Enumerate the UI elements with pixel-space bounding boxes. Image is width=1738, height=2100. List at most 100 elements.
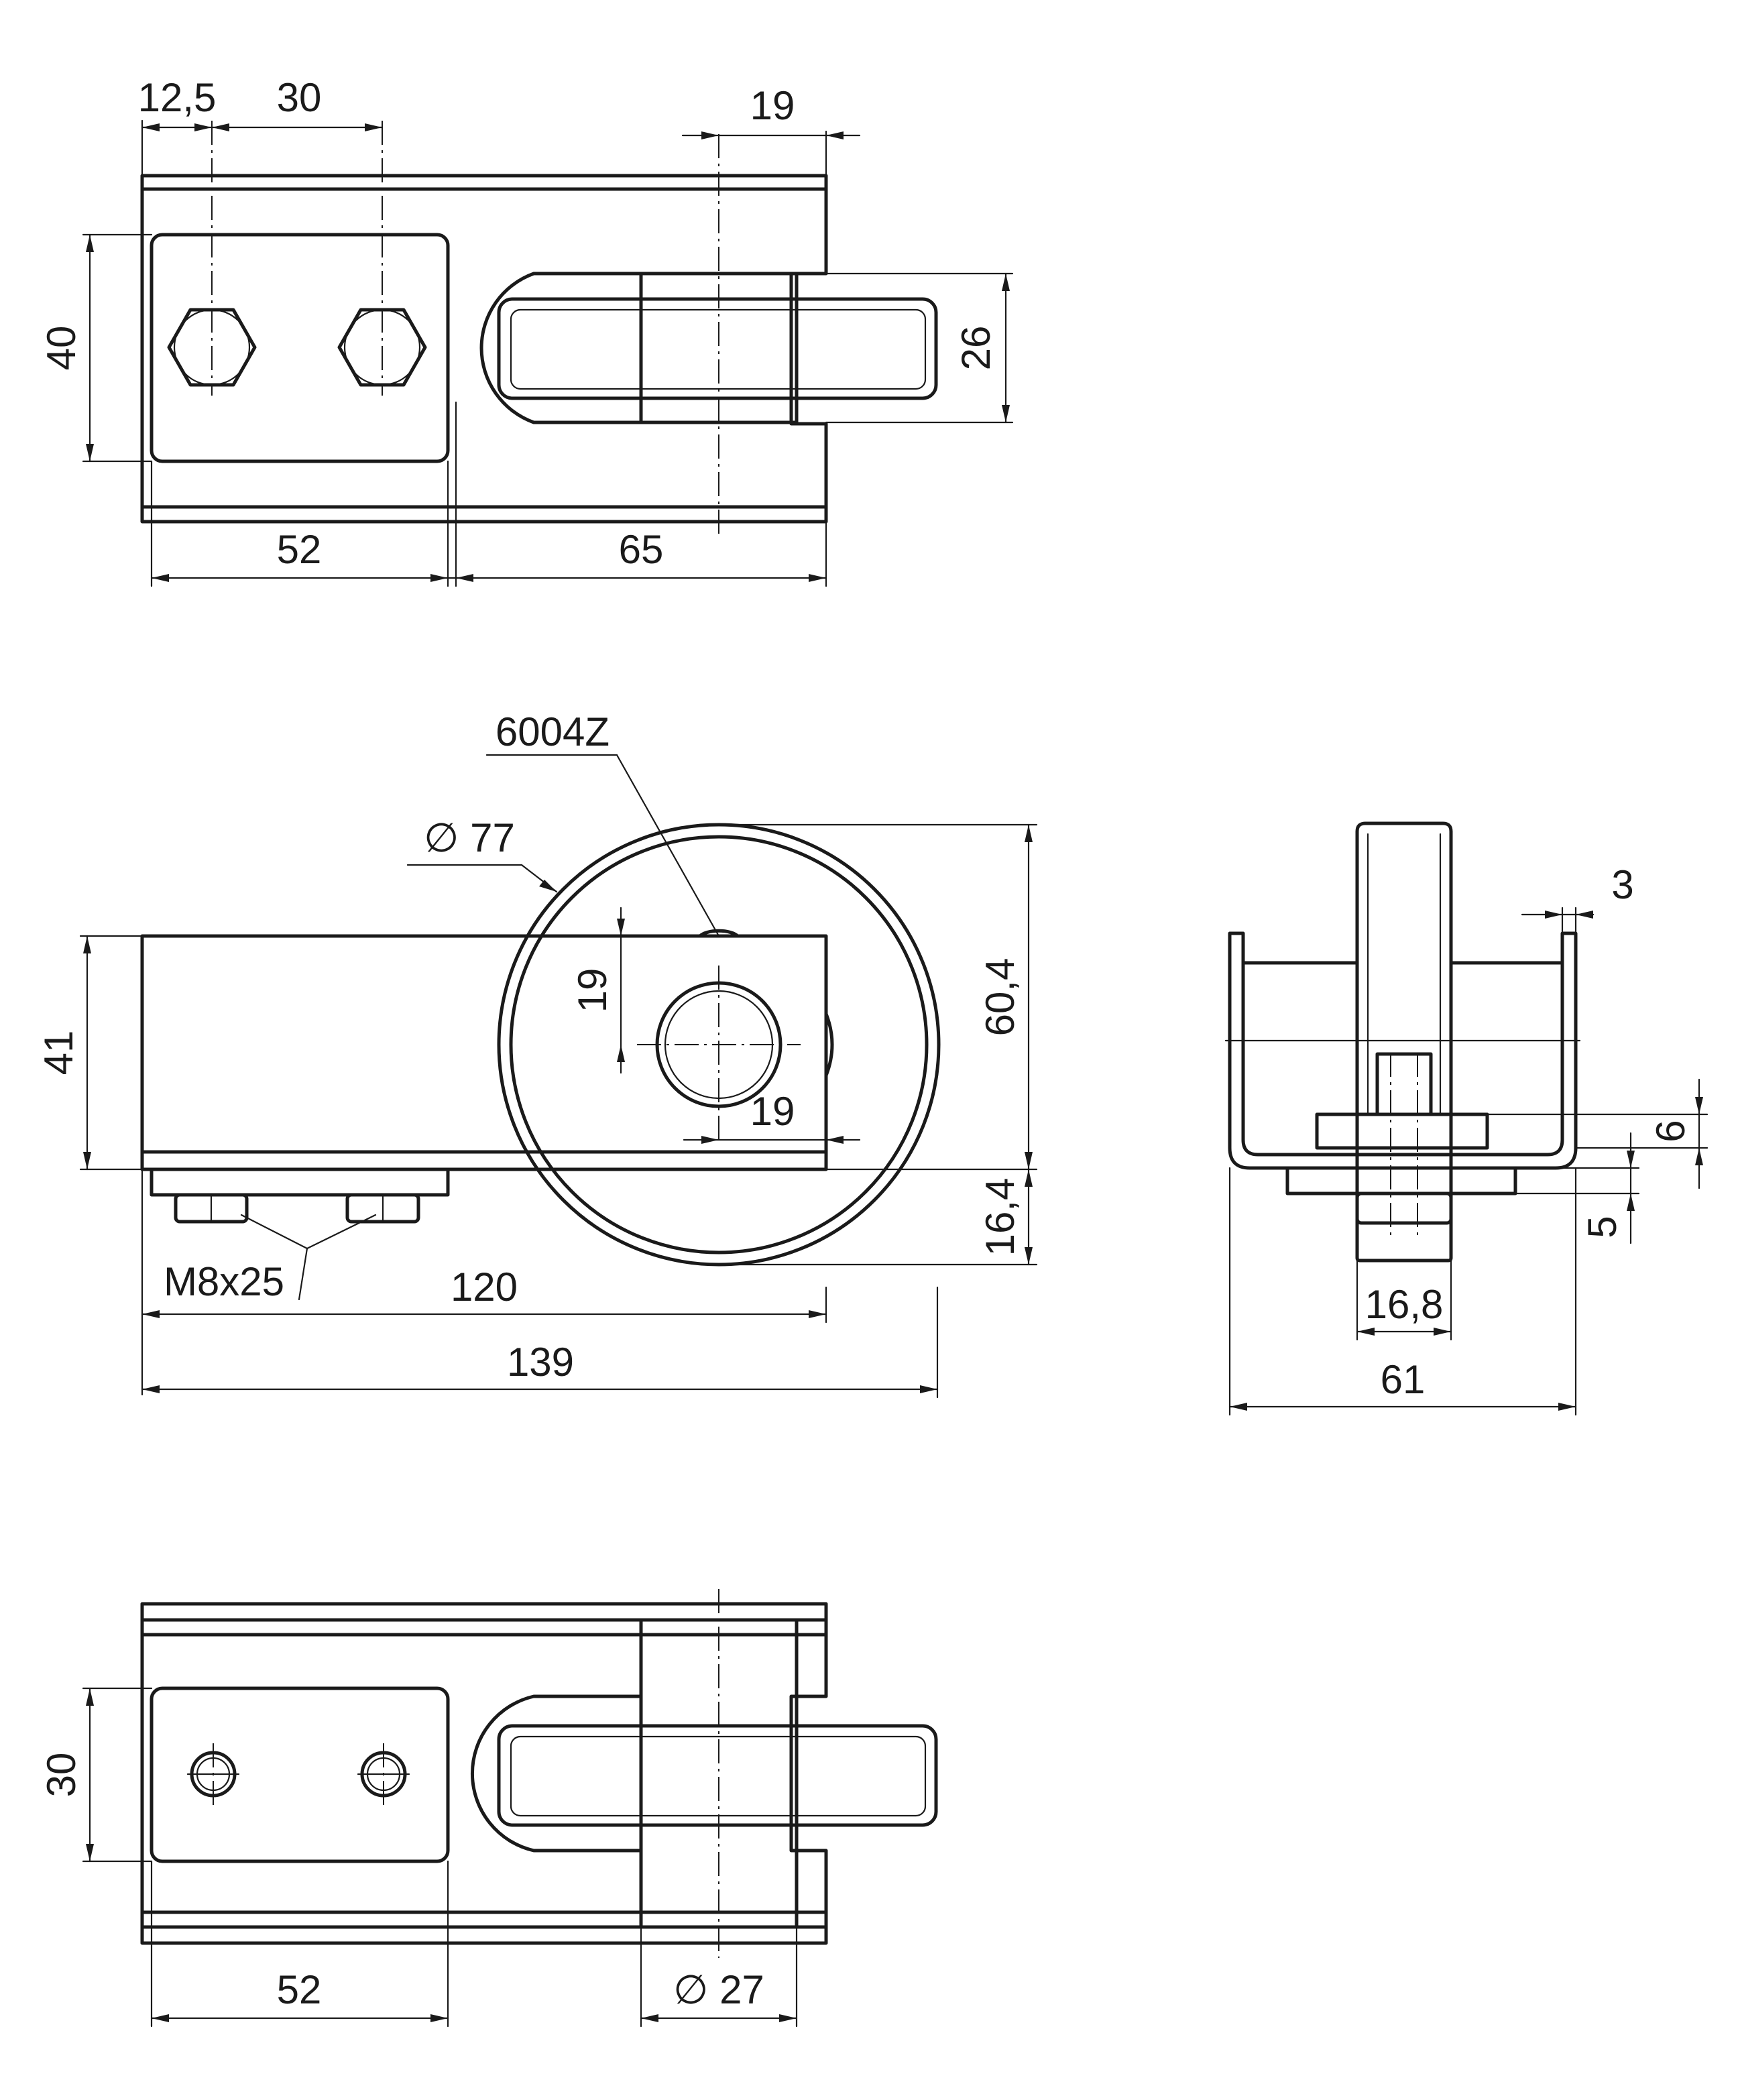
arrow bbox=[1357, 1328, 1375, 1336]
arrow bbox=[826, 1136, 844, 1144]
bolt-leader-1 bbox=[240, 1214, 308, 1250]
bolt-leader-3 bbox=[298, 1247, 308, 1301]
end-view: 3 6 5 16,8 61 bbox=[1224, 821, 1708, 1416]
base-plate bbox=[1315, 1112, 1489, 1150]
dim-bolt-offset: 12,5 bbox=[138, 75, 217, 120]
dim-axle-from-end: 19 bbox=[750, 1089, 795, 1134]
bearing-leader-diag bbox=[616, 754, 720, 937]
bolt-plate bbox=[150, 1167, 450, 1197]
bolt-leader-2 bbox=[306, 1214, 377, 1250]
hex-bolt-2 bbox=[337, 308, 427, 387]
top-view-frame bbox=[140, 174, 828, 524]
top-view: 12,5 30 19 40 26 52 65 bbox=[39, 75, 1014, 587]
arrow bbox=[809, 1310, 826, 1318]
arrow bbox=[86, 235, 94, 252]
nut bbox=[1355, 1191, 1453, 1225]
arrow bbox=[1627, 1193, 1635, 1211]
wheel-inner bbox=[509, 835, 929, 1255]
arrow bbox=[1695, 1097, 1703, 1114]
arrow bbox=[430, 574, 448, 582]
arrow bbox=[152, 574, 169, 582]
dim-plate-height: 40 bbox=[39, 326, 84, 371]
hex-bolt-1 bbox=[167, 308, 257, 387]
arrow bbox=[641, 2014, 658, 2022]
bottom-mounting-plate bbox=[150, 1686, 450, 1863]
arrow bbox=[1002, 405, 1010, 422]
arrow bbox=[86, 1844, 94, 1861]
axle-hub bbox=[639, 272, 799, 424]
bottom-view: 30 52 ∅ 27 bbox=[39, 1589, 938, 2028]
arrow bbox=[809, 574, 826, 582]
arrow bbox=[1558, 1403, 1576, 1411]
arrow bbox=[1025, 1247, 1033, 1265]
bolt-label: M8x25 bbox=[164, 1259, 284, 1304]
dim-plate-length: 52 bbox=[277, 527, 322, 572]
arrow bbox=[142, 123, 160, 131]
dim-nut: 5 bbox=[1580, 1216, 1625, 1238]
arrow bbox=[779, 2014, 797, 2022]
wheel-diameter: ∅ 77 bbox=[424, 815, 515, 860]
arrow bbox=[365, 123, 382, 131]
arrow bbox=[1002, 274, 1010, 291]
dim-body-length: 120 bbox=[451, 1265, 518, 1309]
arrow bbox=[1545, 911, 1562, 919]
arrow bbox=[86, 444, 94, 461]
dim-nut-width: 16,8 bbox=[1365, 1282, 1444, 1327]
arrow bbox=[701, 1136, 719, 1144]
arrow bbox=[1025, 1152, 1033, 1169]
axle-section bbox=[1375, 1052, 1433, 1116]
bottom-wheel bbox=[497, 1724, 938, 1827]
channel-outer bbox=[1228, 931, 1578, 1170]
dim-total-width: 61 bbox=[1381, 1357, 1426, 1402]
arrow bbox=[142, 1385, 160, 1393]
side-body bbox=[140, 934, 828, 1171]
arrow bbox=[701, 131, 719, 139]
arrow bbox=[1627, 1151, 1635, 1168]
bottom-view-frame bbox=[140, 1602, 828, 1945]
wheel-fork bbox=[479, 272, 643, 424]
wheel-top bbox=[497, 297, 938, 400]
arrow bbox=[920, 1385, 937, 1393]
arrow bbox=[456, 574, 473, 582]
arrow bbox=[142, 1310, 160, 1318]
arrow bbox=[1025, 1169, 1033, 1187]
dim-wheel-below: 16,4 bbox=[978, 1178, 1023, 1257]
dim-wheel-offset: 65 bbox=[619, 527, 664, 572]
dim-base: 6 bbox=[1648, 1120, 1693, 1142]
arrow bbox=[1695, 1148, 1703, 1165]
dim-hub-diameter: ∅ 27 bbox=[673, 1967, 764, 2012]
arrow bbox=[1230, 1403, 1247, 1411]
arrow bbox=[1025, 825, 1033, 842]
arrow bbox=[430, 2014, 448, 2022]
arrow bbox=[826, 131, 844, 139]
side-view: 6004Z ∅ 77 19 19 41 60,4 16,4 bbox=[36, 709, 1038, 1399]
arrow bbox=[1576, 911, 1593, 919]
arrow bbox=[539, 880, 557, 892]
bottom-wheel-fork bbox=[470, 1694, 643, 1853]
arrow bbox=[152, 2014, 169, 2022]
mounting-plate bbox=[150, 233, 450, 463]
dim-axle-width: 19 bbox=[750, 83, 795, 128]
dim-hole-spacing: 30 bbox=[39, 1753, 84, 1798]
dim-bolt-spacing: 30 bbox=[277, 75, 322, 120]
dim-axle-height: 19 bbox=[570, 968, 615, 1013]
arrow bbox=[617, 919, 625, 936]
dim-total-length: 139 bbox=[507, 1340, 574, 1385]
arrow bbox=[1434, 1328, 1451, 1336]
dim-wall: 3 bbox=[1611, 862, 1633, 907]
dim-bottom-plate-length: 52 bbox=[277, 1967, 322, 2012]
arrow bbox=[83, 936, 91, 953]
arrow bbox=[83, 1152, 91, 1169]
nut-plate bbox=[1285, 1166, 1517, 1195]
arrow bbox=[617, 1045, 625, 1062]
hub-bulge bbox=[824, 1012, 834, 1077]
arrow bbox=[194, 123, 212, 131]
dim-body-height: 41 bbox=[36, 1031, 81, 1075]
bearing-edge bbox=[698, 929, 740, 938]
wheel-section bbox=[1355, 821, 1453, 1263]
dim-wheel-width: 26 bbox=[953, 326, 998, 371]
arrow bbox=[86, 1688, 94, 1706]
bearing-label: 6004Z bbox=[496, 709, 610, 754]
dim-wheel-top: 60,4 bbox=[978, 958, 1023, 1037]
